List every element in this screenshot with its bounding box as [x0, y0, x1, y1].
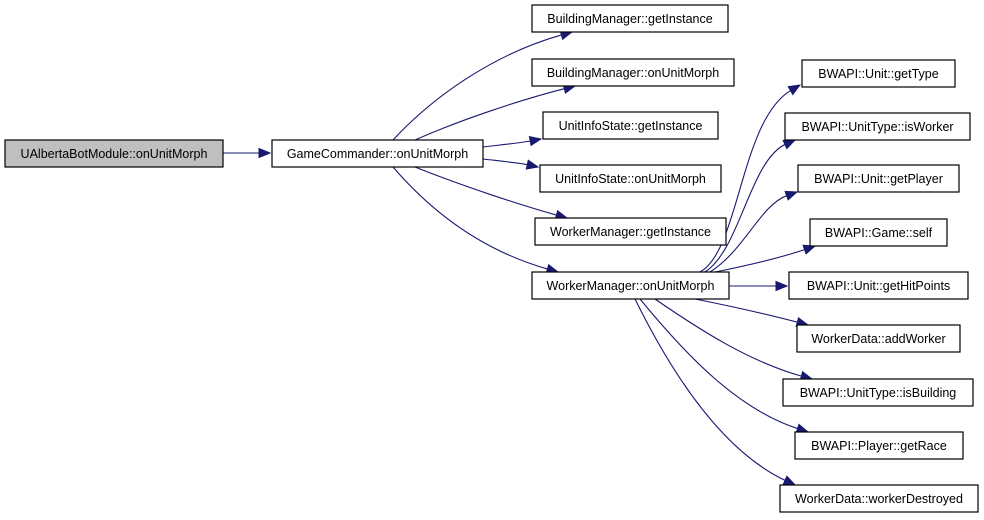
node-box[interactable] [794, 431, 964, 460]
node-box[interactable] [784, 112, 971, 141]
node-box[interactable] [534, 217, 727, 246]
edge-line [482, 140, 532, 148]
node-box[interactable] [271, 139, 484, 168]
edge-line [634, 298, 787, 482]
edge-line [414, 166, 558, 216]
node-label: WorkerData::addWorker [811, 332, 945, 346]
node-label: WorkerData::workerDestroyed [795, 492, 963, 506]
node-box[interactable] [801, 59, 956, 88]
node-box[interactable] [531, 58, 735, 87]
edge-gc-to-wm_oum [392, 166, 560, 274]
node-box[interactable] [531, 271, 730, 300]
edge-line [704, 143, 787, 273]
node-box[interactable] [539, 164, 722, 193]
edge-root-to-gc [223, 147, 272, 159]
call-node[interactable]: BuildingManager::onUnitMorph [531, 58, 735, 87]
node-label: UAlbertaBotModule::onUnitMorph [21, 147, 208, 161]
arrow-head-icon [782, 139, 797, 150]
node-box[interactable] [809, 218, 948, 247]
call-node[interactable]: BWAPI::UnitType::isBuilding [782, 378, 974, 407]
node-label: WorkerManager::getInstance [550, 225, 711, 239]
node-label: BWAPI::Game::self [825, 226, 933, 240]
edge-wm_oum-to-u_ghp [728, 280, 789, 292]
arrow-head-icon [258, 147, 272, 159]
node-label: WorkerManager::onUnitMorph [547, 279, 715, 293]
call-node[interactable]: UnitInfoState::onUnitMorph [539, 164, 722, 193]
edge-wm_oum-to-u_gt [699, 84, 802, 273]
edge-wm_oum-to-g_self [714, 244, 817, 273]
node-box[interactable] [796, 324, 961, 353]
node-label: GameCommander::onUnitMorph [287, 147, 468, 161]
edge-wm_oum-to-wd_wd [634, 298, 797, 486]
node-box[interactable] [542, 111, 719, 140]
node-label: BWAPI::UnitType::isBuilding [800, 386, 957, 400]
node-label: BWAPI::Player::getRace [811, 439, 947, 453]
node-label: BuildingManager::getInstance [547, 12, 712, 26]
arrow-head-icon [525, 159, 540, 170]
arrow-head-icon [784, 190, 799, 201]
node-label: BWAPI::Unit::getPlayer [814, 172, 943, 186]
call-node[interactable]: BWAPI::Unit::getType [801, 59, 956, 88]
edges-layer [223, 30, 817, 486]
call-node[interactable]: BWAPI::Unit::getHitPoints [788, 271, 969, 300]
edge-line [699, 89, 792, 273]
call-node[interactable]: BWAPI::Player::getRace [794, 431, 964, 460]
call-node[interactable]: UnitInfoState::getInstance [542, 111, 719, 140]
arrow-head-icon [787, 84, 802, 96]
arrow-head-icon [775, 280, 789, 292]
node-label: BWAPI::Unit::getHitPoints [807, 279, 950, 293]
call-node[interactable]: BWAPI::Game::self [809, 218, 948, 247]
arrow-head-icon [528, 135, 543, 147]
edge-gc-to-uis_gi [482, 135, 543, 148]
edge-wm_oum-to-u_gp [709, 190, 799, 273]
call-node[interactable]: BWAPI::UnitType::isWorker [784, 112, 971, 141]
node-label: BWAPI::Unit::getType [818, 67, 938, 81]
edge-line [709, 194, 788, 273]
edge-line [714, 248, 806, 273]
node-label: BuildingManager::onUnitMorph [547, 66, 719, 80]
node-box[interactable] [788, 271, 969, 300]
root-node: UAlbertaBotModule::onUnitMorph [4, 139, 224, 168]
arrow-head-icon [802, 244, 817, 255]
edge-line [639, 298, 799, 430]
arrow-head-icon [782, 475, 797, 486]
edge-line [482, 158, 529, 166]
edge-line [392, 166, 549, 270]
node-label: BWAPI::UnitType::isWorker [801, 120, 953, 134]
edge-line [654, 298, 803, 377]
nodes-layer: UAlbertaBotModule::onUnitMorph GameComman… [4, 4, 979, 513]
edge-line [694, 298, 799, 323]
node-box[interactable] [779, 484, 979, 513]
edge-line [414, 87, 566, 141]
node-label: UnitInfoState::onUnitMorph [555, 172, 706, 186]
edge-line [392, 34, 563, 141]
node-box[interactable] [531, 4, 729, 33]
edge-wm_oum-to-p_gr [639, 298, 810, 434]
call-node[interactable]: WorkerData::addWorker [796, 324, 961, 353]
edge-wm_oum-to-ut_ib [654, 298, 814, 382]
call-node[interactable]: BWAPI::Unit::getPlayer [797, 164, 960, 193]
call-node[interactable]: WorkerData::workerDestroyed [779, 484, 979, 513]
node-box [4, 139, 224, 168]
call-node[interactable]: WorkerManager::onUnitMorph [531, 271, 730, 300]
node-box[interactable] [782, 378, 974, 407]
call-node[interactable]: WorkerManager::getInstance [534, 217, 727, 246]
edge-wm_oum-to-wd_aw [694, 298, 810, 328]
edge-gc-to-uis_oum [482, 158, 540, 170]
call-node[interactable]: GameCommander::onUnitMorph [271, 139, 484, 168]
node-label: UnitInfoState::getInstance [559, 119, 703, 133]
call-node[interactable]: BuildingManager::getInstance [531, 4, 729, 33]
node-box[interactable] [797, 164, 960, 193]
edge-wm_oum-to-ut_iw [704, 139, 797, 273]
